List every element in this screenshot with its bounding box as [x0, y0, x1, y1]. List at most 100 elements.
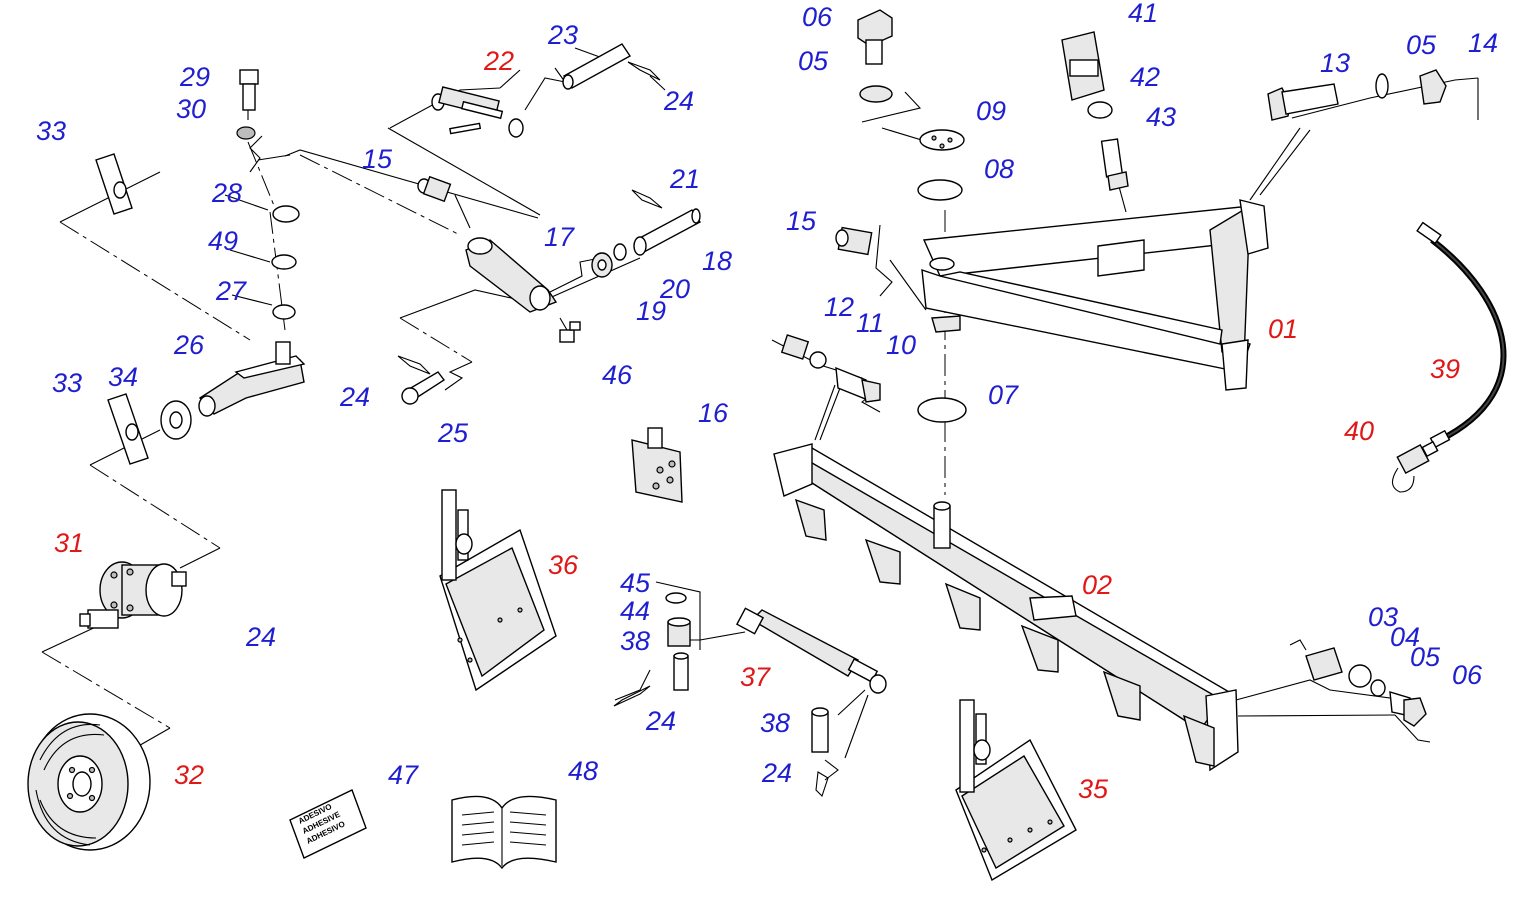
decal-47: ADESIVO ADHESIVE ADHESIVO [289, 789, 367, 859]
washer-34 [160, 400, 192, 440]
callout-12: 12 [824, 292, 854, 322]
callout-34: 34 [108, 362, 138, 392]
bolt-29 [239, 69, 259, 111]
callout-24-mid: 24 [339, 382, 370, 412]
beam-02 [773, 443, 1239, 772]
washer-30 [236, 126, 256, 140]
clip-24-mid [397, 355, 431, 375]
callout-18: 18 [702, 246, 732, 276]
callout-30: 30 [176, 94, 206, 124]
split-pin-21 [631, 189, 663, 209]
nut-12 [780, 334, 810, 360]
callout-49: 49 [208, 226, 238, 256]
callout-01: 01 [1268, 314, 1298, 344]
callout-17: 17 [544, 222, 575, 252]
bolt-06-low [1389, 691, 1427, 727]
plate-09 [919, 129, 965, 151]
callout-29: 29 [179, 62, 210, 92]
callout-41: 41 [1128, 0, 1158, 28]
callout-37: 37 [740, 662, 771, 692]
washer-28 [272, 205, 300, 223]
pin-38-left [673, 652, 689, 691]
callout-36: 36 [548, 550, 579, 580]
clip-24-low-right [815, 771, 829, 798]
nut-14 [1419, 69, 1447, 105]
block-41 [1061, 31, 1105, 101]
nut-19 [591, 252, 613, 278]
plough-body-35 [955, 699, 1077, 882]
callout-03: 03 [1368, 602, 1398, 632]
callout-15-right: 15 [786, 206, 817, 236]
plough-body-36 [439, 489, 557, 692]
washer-05-right [1375, 73, 1389, 99]
hose-39 [1416, 221, 1507, 449]
callout-04: 04 [1390, 622, 1420, 652]
callout-33-low: 33 [52, 368, 82, 398]
washer-08 [917, 179, 963, 201]
callout-33-top: 33 [36, 116, 66, 146]
callout-24-top: 24 [663, 86, 694, 116]
pin-38-right [811, 707, 829, 753]
callout-46: 46 [602, 360, 633, 390]
washer-05-low [1370, 679, 1386, 697]
bolt-13 [1267, 83, 1339, 121]
bushing-07 [917, 397, 967, 423]
bushing-44 [667, 617, 691, 647]
callout-13: 13 [1320, 48, 1350, 78]
callout-40: 40 [1344, 416, 1374, 446]
washer-27 [272, 304, 296, 320]
block-03 [1305, 647, 1343, 681]
callout-24-hub: 24 [245, 622, 276, 652]
callout-26: 26 [173, 330, 205, 360]
fitting-15-left [417, 175, 452, 203]
callout-20: 20 [659, 274, 690, 304]
callout-05-low: 05 [1410, 642, 1441, 672]
callout-05-top: 05 [798, 46, 829, 76]
washer-05-top [859, 85, 893, 103]
callout-08: 08 [984, 154, 1014, 184]
callout-10: 10 [886, 330, 916, 360]
callout-45: 45 [620, 568, 651, 598]
callout-25: 25 [437, 418, 469, 448]
pin-18 [633, 208, 702, 256]
callout-47: 47 [388, 760, 419, 790]
callout-21: 21 [669, 164, 700, 194]
bolt-06-top [857, 9, 893, 65]
callout-27: 27 [215, 276, 247, 306]
callout-39: 39 [1430, 354, 1460, 384]
washer-11 [809, 351, 827, 369]
callout-38-left: 38 [620, 626, 650, 656]
coupler-40 [1391, 440, 1439, 493]
callout-02: 02 [1082, 570, 1112, 600]
callout-09: 09 [976, 96, 1006, 126]
plate-33-upper [95, 153, 133, 215]
clip-24-low-left [613, 685, 651, 707]
callout-23: 23 [547, 20, 578, 50]
callout-15-left: 15 [362, 144, 393, 174]
callout-24-low-right: 24 [761, 758, 792, 788]
callout-07: 07 [988, 380, 1019, 410]
callout-28: 28 [211, 178, 242, 208]
callout-35: 35 [1078, 774, 1109, 804]
callout-16: 16 [698, 398, 729, 428]
pin-25 [401, 371, 446, 405]
bolt-43 [1100, 138, 1129, 191]
callout-06-top: 06 [802, 2, 833, 32]
callout-05-right: 05 [1406, 30, 1437, 60]
wheel-32 [27, 713, 151, 851]
nut-42 [1087, 101, 1113, 119]
callout-11: 11 [856, 308, 884, 338]
pin-23 [562, 43, 632, 90]
washer-45 [665, 592, 687, 604]
spindle-arm-26 [198, 341, 306, 417]
callout-38-right: 38 [760, 708, 790, 738]
manual-48 [451, 795, 557, 870]
callout-44: 44 [620, 596, 650, 626]
callout-31: 31 [54, 528, 84, 558]
wheel-hub-31 [79, 561, 187, 629]
bolt-10 [835, 366, 881, 403]
cylinder-37 [735, 607, 887, 694]
washer-20 [613, 243, 627, 261]
